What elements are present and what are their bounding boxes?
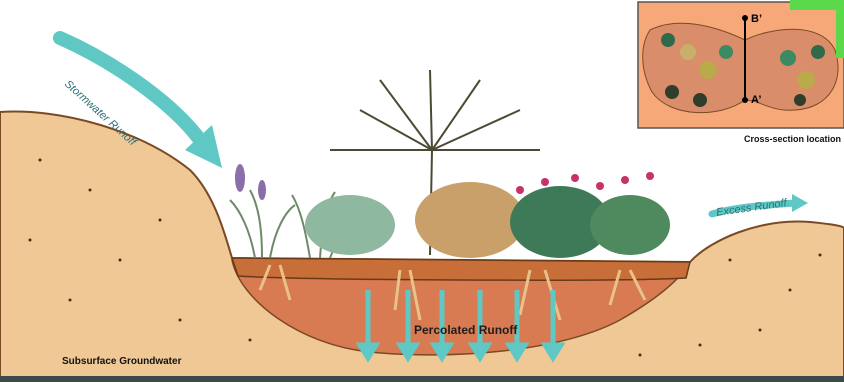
bottom-band	[0, 376, 844, 382]
subsurface-groundwater-label: Subsurface Groundwater	[62, 356, 181, 367]
inset-marker-a-dot	[742, 97, 748, 103]
percolated-runoff-label: Percolated Runoff	[414, 323, 517, 337]
inset-marker-b-label: B’	[751, 13, 762, 25]
excess-arrowhead	[792, 194, 808, 212]
lavender-spikes	[235, 164, 266, 200]
inset-marker-a-label: A’	[751, 94, 761, 106]
inset-marker-b-dot	[742, 15, 748, 21]
cross-section-location-caption: Cross-section location	[744, 134, 841, 144]
shrub-plants	[305, 182, 670, 258]
mulch-layer	[232, 258, 690, 280]
